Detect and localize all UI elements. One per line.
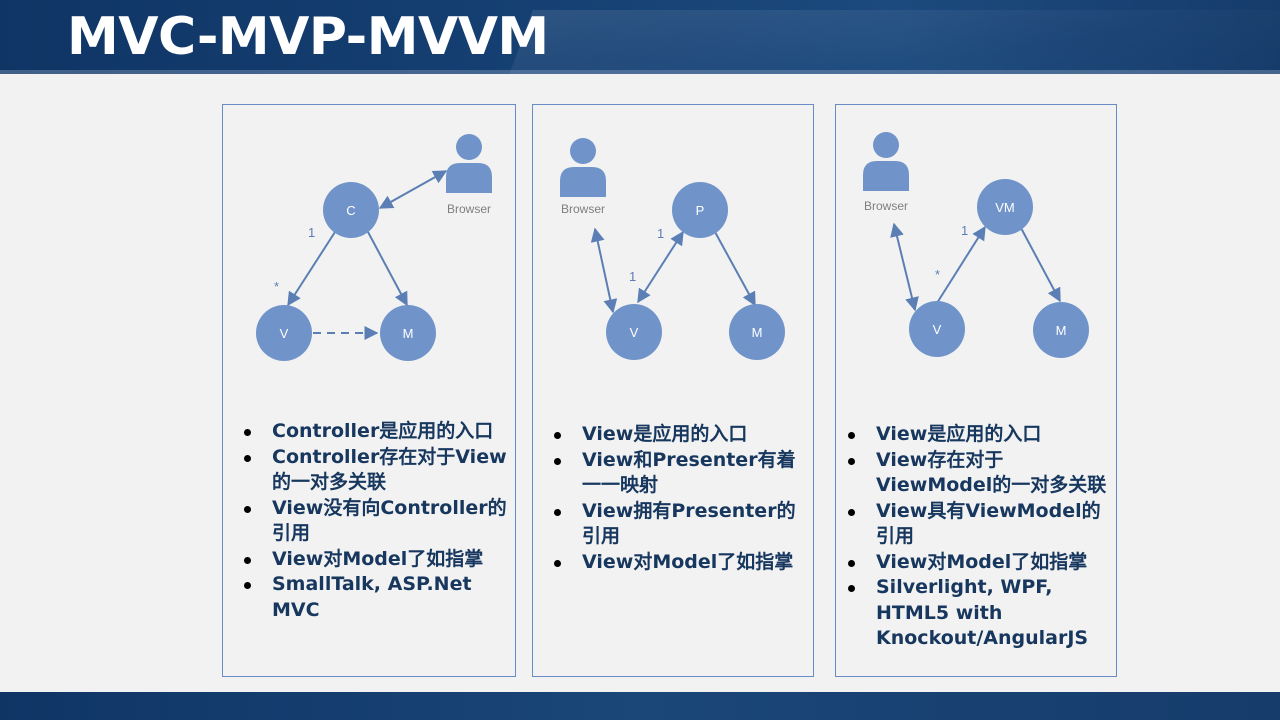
- node-presenter: [672, 182, 728, 238]
- browser-label: Browser: [447, 202, 491, 216]
- mult-label-one: 1: [961, 223, 968, 238]
- list-item: View具有ViewModel的引用: [848, 499, 1116, 550]
- node-view: [909, 301, 965, 357]
- mvvm-bullet-list: View是应用的入口 View存在对于ViewModel的一对多关联 View具…: [848, 422, 1116, 652]
- list-item: View是应用的入口: [554, 422, 812, 448]
- edge-v-p: [637, 230, 684, 304]
- node-v-label: V: [933, 322, 942, 337]
- list-item: View没有向Controller的引用: [244, 496, 512, 547]
- mvc-diagram: Browser 1 * C V M: [256, 134, 492, 361]
- browser-user-icon: [863, 132, 909, 191]
- node-view: [606, 304, 662, 360]
- node-model: [729, 304, 785, 360]
- node-vm-label: VM: [995, 200, 1015, 215]
- list-item: View拥有Presenter的引用: [554, 499, 812, 550]
- slide-title: MVC-MVP-MVVM: [67, 7, 549, 67]
- list-item: View对Model了如指掌: [244, 547, 512, 573]
- node-m-label: M: [1056, 323, 1067, 338]
- mvc-bullet-list: Controller是应用的入口 Controller存在对于View的一对多关…: [244, 419, 512, 623]
- node-model: [1033, 302, 1089, 358]
- list-item: SmallTalk, ASP.Net MVC: [244, 572, 512, 623]
- mult-label-one: 1: [308, 225, 315, 240]
- node-model: [380, 305, 436, 361]
- list-item: View对Model了如指掌: [848, 550, 1116, 576]
- list-item: Controller是应用的入口: [244, 419, 512, 445]
- list-item: View是应用的入口: [848, 422, 1116, 448]
- browser-user-icon: [560, 138, 606, 197]
- list-item: Silverlight, WPF, HTML5 with Knockout/An…: [848, 575, 1116, 652]
- browser-label: Browser: [864, 199, 908, 213]
- mvc-panel: Browser 1 * C V M Controller是应用的入口 Contr…: [222, 104, 516, 677]
- edge-browser-v: [890, 222, 919, 312]
- mult-label-top: 1: [657, 226, 664, 241]
- node-viewmodel: [977, 179, 1033, 235]
- edge-c-m: [367, 231, 408, 307]
- list-item: Controller存在对于View的一对多关联: [244, 445, 512, 496]
- node-view: [256, 305, 312, 361]
- mvvm-panel: Browser 1 * VM V M View是应用的入口 View存在对于Vi…: [835, 104, 1117, 677]
- mvp-bullet-list: View是应用的入口 View和Presenter有着一一映射 View拥有Pr…: [554, 422, 812, 575]
- title-bar-edge: [0, 70, 1280, 74]
- node-p-label: P: [696, 203, 705, 218]
- edge-c-v: [287, 231, 336, 307]
- footer-bar: [0, 692, 1280, 720]
- mult-label-many: *: [935, 267, 940, 282]
- edge-vm-m: [1020, 227, 1061, 303]
- list-item: View对Model了如指掌: [554, 550, 812, 576]
- mvp-diagram: Browser 1 1 P V M: [560, 138, 785, 360]
- mult-label-many: *: [274, 279, 279, 294]
- node-v-label: V: [630, 325, 639, 340]
- mvp-panel: Browser 1 1 P V M View是应用的入口 View和Presen…: [532, 104, 814, 677]
- browser-label: Browser: [561, 202, 605, 216]
- node-v-label: V: [280, 326, 289, 341]
- edge-browser-v: [590, 227, 618, 314]
- node-c-label: C: [346, 203, 355, 218]
- mult-label-bottom: 1: [629, 269, 636, 284]
- title-bar: MVC-MVP-MVVM: [0, 0, 1280, 74]
- edge-c-browser: [378, 170, 448, 209]
- node-controller: [323, 182, 379, 238]
- list-item: View和Presenter有着一一映射: [554, 448, 812, 499]
- node-m-label: M: [752, 325, 763, 340]
- list-item: View存在对于ViewModel的一对多关联: [848, 448, 1116, 499]
- browser-user-icon: [446, 134, 492, 193]
- title-bar-sheen: [507, 10, 1280, 74]
- mvvm-diagram: Browser 1 * VM V M: [863, 132, 1089, 358]
- edge-v-vm: [936, 225, 986, 304]
- edge-p-m: [714, 231, 756, 307]
- node-m-label: M: [403, 326, 414, 341]
